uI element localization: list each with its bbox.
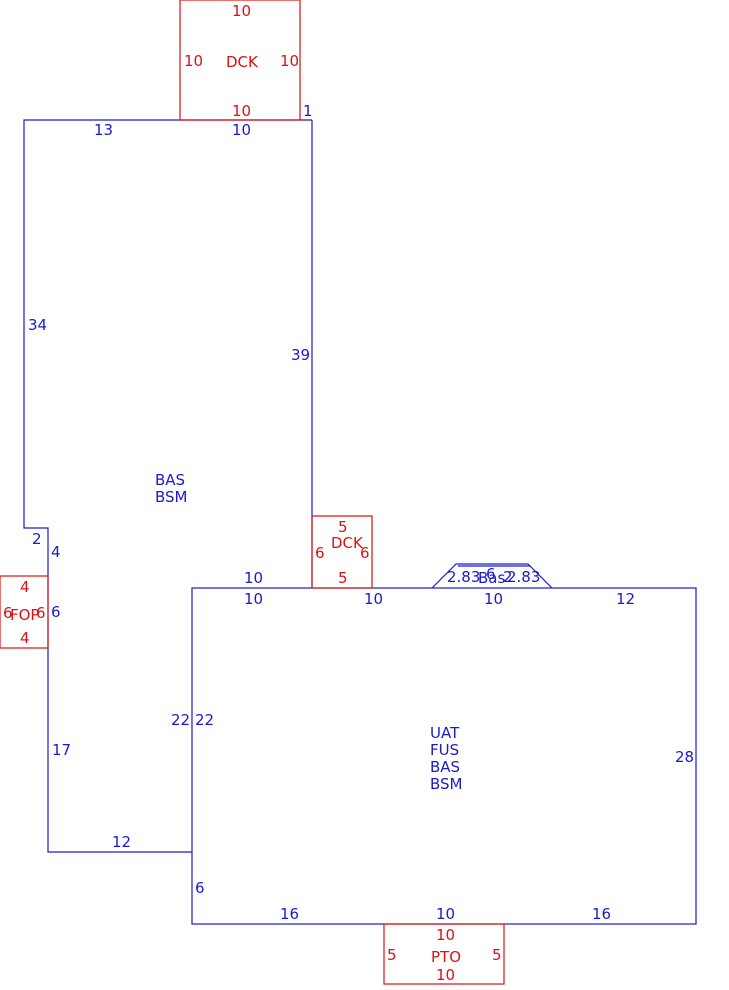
dimension-label: 4 (51, 543, 61, 561)
dimension-label: 34 (28, 316, 47, 334)
dimension-label: 4 (20, 578, 30, 596)
dimension-label: 10 (244, 590, 263, 608)
dimension-label: 10 (280, 52, 299, 70)
dimension-label: 2.83 (507, 568, 540, 586)
patio-outline (383, 923, 505, 985)
dimension-label: 16 (280, 905, 299, 923)
dimension-label: 10 (436, 966, 455, 984)
dimension-label: 5 (338, 518, 348, 536)
dimension-label: 6 (360, 544, 370, 562)
dimension-label: 6 (486, 565, 496, 583)
area-code: DCK (226, 53, 259, 71)
area-code: DCK (331, 534, 364, 552)
area-code: PTO (431, 948, 461, 966)
deck-top-outline (179, 0, 301, 121)
dimension-label: 2 (503, 568, 513, 586)
dimension-label: 10 (232, 121, 251, 139)
dimension-label: 22 (171, 711, 190, 729)
dimension-label: 4 (20, 629, 30, 647)
main-area-outline (23, 119, 312, 853)
dimension-label: 13 (94, 121, 113, 139)
dimension-label: 5 (492, 946, 502, 964)
dimension-label: 10 (436, 926, 455, 944)
area-code: BAS (155, 471, 185, 489)
area-code: FOP (10, 606, 39, 624)
dimension-label: 6 (36, 604, 46, 622)
deck-small-outline (311, 515, 373, 589)
dimension-label: 10 (232, 2, 251, 20)
dimension-label: 39 (291, 346, 310, 364)
area-code: BAS (430, 758, 460, 776)
dimension-label: 6 (315, 544, 325, 562)
dimension-label: 10 (436, 905, 455, 923)
dimension-label: 6 (51, 603, 61, 621)
area-code: BSM (155, 488, 188, 506)
area-code: FUS (430, 741, 459, 759)
dimension-label: 10 (364, 590, 383, 608)
dimension-label: 10 (232, 102, 251, 120)
dimension-label: 5 (387, 946, 397, 964)
dimension-label: 10 (484, 590, 503, 608)
dimension-label: 10 (184, 52, 203, 70)
area-code: Bas (478, 569, 505, 587)
dimension-label: 16 (592, 905, 611, 923)
dimension-label: 22 (195, 711, 214, 729)
bay-outline (431, 563, 553, 589)
dimension-label: 6 (3, 604, 13, 622)
dimension-label: 12 (112, 833, 131, 851)
dimension-label: 6 (195, 879, 205, 897)
porch-outline (0, 575, 49, 649)
dimension-label: 5 (338, 569, 348, 587)
dimension-label: 17 (52, 741, 71, 759)
dimension-label: 2 (32, 530, 42, 548)
dimension-label: 28 (675, 748, 694, 766)
dimension-label: 1 (303, 102, 313, 120)
dimension-label: 12 (616, 590, 635, 608)
area-code: BSM (430, 775, 463, 793)
area-code: UAT (430, 724, 460, 742)
dimension-label: 2.83 (447, 568, 480, 586)
dimension-label: 10 (244, 569, 263, 587)
